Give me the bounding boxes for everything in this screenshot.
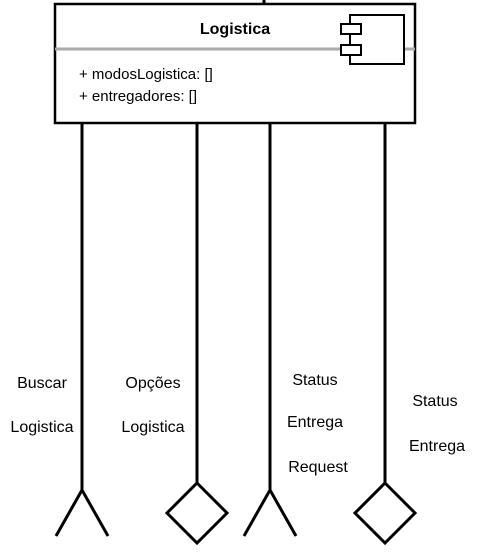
required-interface-fork-icon (242, 486, 298, 537)
port-opcoes-logistica[interactable]: Opções Logistica (121, 123, 230, 546)
port-label-line-2: Logistica (121, 419, 184, 436)
attribute-entregadores: + entregadores: [] (79, 88, 197, 105)
required-interface-fork-icon (54, 486, 110, 537)
port-label-line-2: Entrega (287, 414, 343, 431)
attribute-modos-logistica: + modosLogistica: [] (79, 66, 213, 83)
port-label-line-1: Status (292, 372, 337, 389)
port-label-line-3: Request (288, 459, 348, 476)
component-title: Logistica (200, 21, 270, 38)
port-label-line-1: Buscar (17, 375, 67, 392)
component-box[interactable]: Logistica + modosLogistica: [] + entrega… (53, 2, 417, 125)
port-label-line-2: Entrega (409, 438, 465, 455)
port-buscar-logistica[interactable]: Buscar Logistica (10, 123, 110, 537)
provided-interface-diamond-icon (164, 480, 230, 546)
port-label-line-1: Opções (125, 375, 180, 392)
port-status-entrega-request[interactable]: Status Entrega Request (242, 123, 348, 537)
port-label-line-1: Status (412, 393, 457, 410)
provided-interface-diamond-icon (352, 480, 418, 546)
component-icon (340, 14, 405, 65)
port-status-entrega[interactable]: Status Entrega (352, 123, 465, 546)
port-label-line-2: Logistica (10, 419, 73, 436)
